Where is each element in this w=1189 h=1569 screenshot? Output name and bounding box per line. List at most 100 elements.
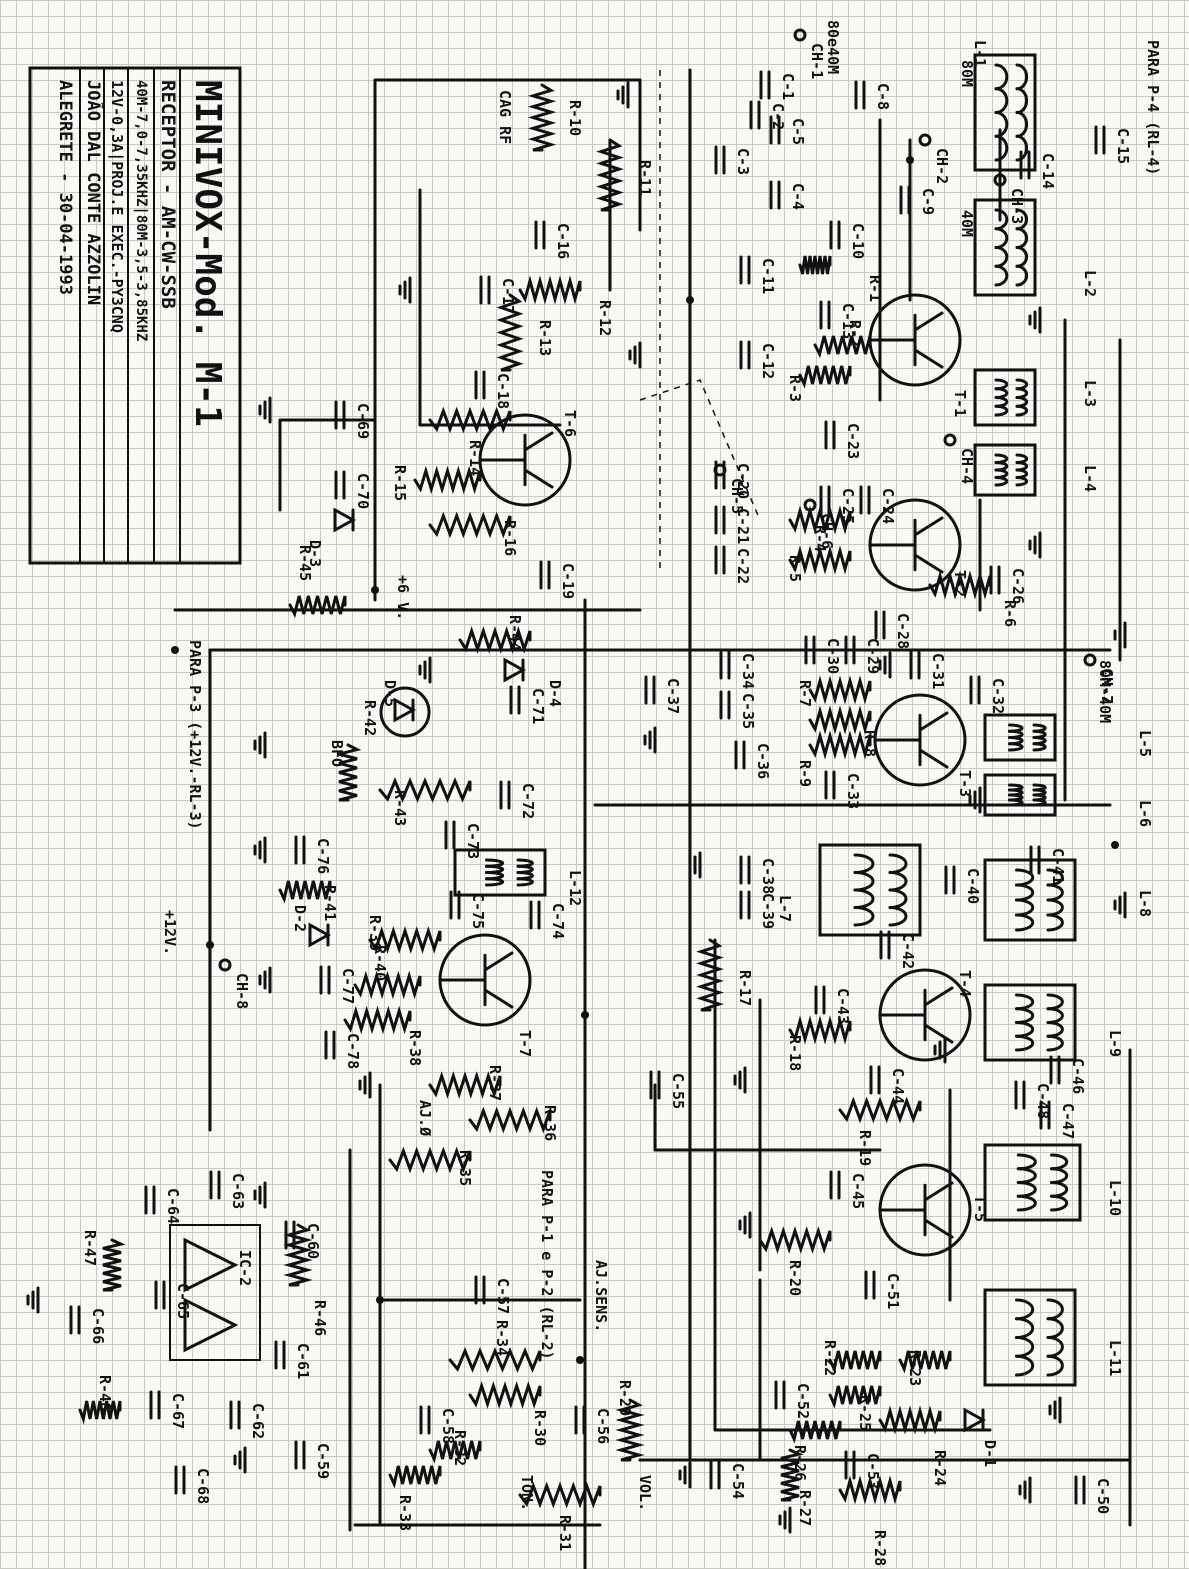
coil-winding xyxy=(1046,1336,1064,1358)
capacitor-label-C-13: C-13 xyxy=(839,303,857,339)
switch-contact xyxy=(943,433,957,447)
coil-winding xyxy=(1046,993,1064,1011)
coil-label-L-3: L-3 xyxy=(1081,380,1099,407)
resistor-label-R-39: R-39 xyxy=(366,915,384,951)
coil-shield xyxy=(973,53,1037,172)
diode xyxy=(963,1407,987,1433)
resistor-label-R-6: R-6 xyxy=(1001,600,1019,627)
coil-winding xyxy=(1015,898,1035,917)
coil-winding xyxy=(1032,798,1047,807)
capacitor-label-C-33: C-33 xyxy=(844,773,862,809)
transistor-label-T-4: T-4 xyxy=(956,970,974,997)
capacitor-label-C-40: C-40 xyxy=(964,868,982,904)
capacitor-label-C-34: C-34 xyxy=(739,653,757,689)
resistor xyxy=(828,1385,882,1409)
capacitor-label-C-22: C-22 xyxy=(734,548,752,584)
capacitor-label-C-55: C-55 xyxy=(669,1073,687,1109)
coil-winding xyxy=(1016,1153,1037,1171)
resistor-label-R-25: R-25 xyxy=(856,1395,874,1431)
capacitor-label-C-69: C-69 xyxy=(354,403,372,439)
transistor-collector xyxy=(523,431,554,452)
resistor-label-R-15: R-15 xyxy=(391,465,409,501)
coil-shield xyxy=(818,843,922,937)
coil-shield xyxy=(983,773,1057,817)
capacitor-label-C-74: C-74 xyxy=(549,903,567,939)
resistor xyxy=(468,1106,552,1134)
coil-winding xyxy=(888,888,908,909)
switch-label-CH-5: CH-5 xyxy=(728,478,746,514)
resistor-label-R-33: R-33 xyxy=(396,1495,414,1531)
coil-winding xyxy=(1015,883,1035,902)
note-aj-zero: AJ.Ø xyxy=(416,1100,434,1136)
resistor xyxy=(413,465,482,495)
resistor-label-R-17: R-17 xyxy=(736,970,754,1006)
resistor-label-R-41: R-41 xyxy=(321,885,339,921)
coil-winding xyxy=(1015,993,1035,1011)
coil-label-L-12: L-12 xyxy=(566,870,584,906)
junction-dot xyxy=(576,1356,584,1364)
resistor-label-R-42: R-42 xyxy=(361,700,379,736)
diode xyxy=(333,507,357,533)
coil-winding xyxy=(1050,1153,1069,1171)
note-band-80m-40m: 80M-40M xyxy=(1096,660,1114,723)
title-block: MINIVOX-Mod. M-1 RECEPTOR - AM-CW-SSB 40… xyxy=(28,66,242,565)
resistor-label-R-20: R-20 xyxy=(786,1260,804,1296)
capacitor-label-C-58: C-58 xyxy=(439,1408,457,1444)
note-plus6v: +6 V. xyxy=(394,575,412,620)
capacitor-label-C-70: C-70 xyxy=(354,473,372,509)
resistor xyxy=(808,730,872,760)
junction-dot xyxy=(206,941,214,949)
transistor-collector xyxy=(483,951,514,972)
coil-shield xyxy=(973,368,1037,427)
coil-winding xyxy=(1046,1354,1064,1377)
note-band-80m: 80M xyxy=(958,60,976,87)
coil-winding xyxy=(994,264,1009,287)
resistor xyxy=(898,1350,952,1374)
coil-shield xyxy=(973,198,1037,297)
diode-label-D-5: D-5 xyxy=(381,680,399,707)
resistor xyxy=(696,938,724,1012)
capacitor-label-C-16: C-16 xyxy=(554,223,572,259)
coil-winding xyxy=(888,871,908,892)
capacitor-label-C-56: C-56 xyxy=(594,1408,612,1444)
resistor-label-R-48: R-48 xyxy=(96,1375,114,1411)
transistor-emitter xyxy=(483,988,514,1009)
resistor-label-R-47: R-47 xyxy=(81,1230,99,1266)
capacitor-label-C-35: C-35 xyxy=(739,693,757,729)
capacitor-label-C-37: C-37 xyxy=(664,678,682,714)
capacitor-label-C-71: C-71 xyxy=(529,688,547,724)
switch-label-CH-7: CH-7 xyxy=(1098,668,1116,704)
note-para-p1p2: PARA P-1 e P-2 (RL-2) xyxy=(538,1170,556,1360)
junction-dot xyxy=(686,296,694,304)
capacitor-label-C-44: C-44 xyxy=(889,1068,907,1104)
capacitor-label-C-59: C-59 xyxy=(314,1443,332,1479)
transistor-label-T-1: T-1 xyxy=(951,390,969,417)
resistor-label-R-18: R-18 xyxy=(786,1035,804,1071)
resistor-label-R-46: R-46 xyxy=(311,1300,329,1336)
capacitor-label-C-10: C-10 xyxy=(849,223,867,259)
coil-winding xyxy=(1015,1354,1035,1377)
coil-label-L-4: L-4 xyxy=(1081,465,1099,492)
transistor-emitter xyxy=(913,553,944,574)
capacitor-label-C-9: C-9 xyxy=(919,188,937,215)
resistor-label-R-37: R-37 xyxy=(486,1065,504,1101)
coil-winding xyxy=(1050,1181,1069,1198)
capacitor-label-C-72: C-72 xyxy=(519,783,537,819)
coil-shield xyxy=(983,1143,1082,1222)
resistor-label-R-22: R-22 xyxy=(821,1340,839,1376)
coil-winding xyxy=(994,87,1009,114)
capacitor-label-C-78: C-78 xyxy=(344,1033,362,1069)
resistor-label-R-43: R-43 xyxy=(391,790,409,826)
resistor xyxy=(388,1465,442,1489)
transistor-emitter xyxy=(913,348,944,369)
resistor xyxy=(428,511,512,539)
transistor-collector xyxy=(918,711,949,732)
coil-shield xyxy=(983,1288,1077,1387)
transistor-label-T-3: T-3 xyxy=(956,770,974,797)
switch-label-CH-1: CH-1 xyxy=(808,43,826,79)
switch-label-CH-2: CH-2 xyxy=(933,148,951,184)
capacitor-label-C-2: C-2 xyxy=(769,103,787,130)
title-block-frame xyxy=(28,66,242,565)
capacitor-label-C-54: C-54 xyxy=(729,1463,747,1499)
